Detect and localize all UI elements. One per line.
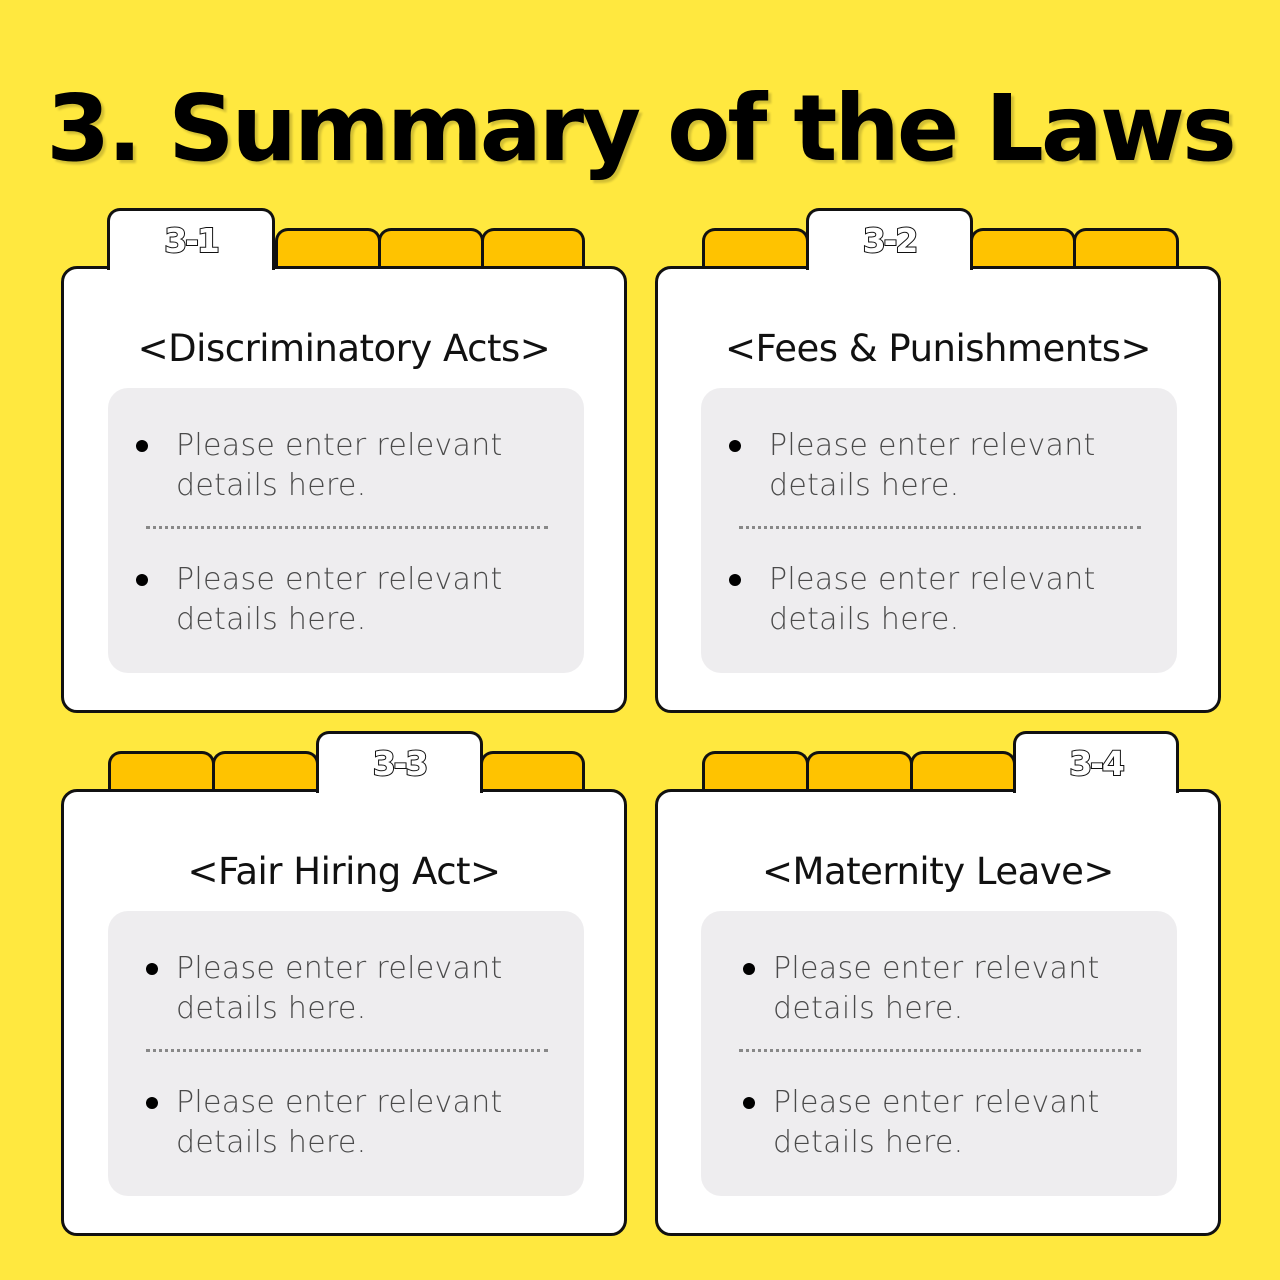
tab-inactive[interactable]	[275, 228, 381, 268]
tab-label: 3-3	[372, 743, 430, 784]
tab-3-4-active[interactable]: 3-4	[1013, 731, 1179, 793]
card-heading: <Fees & Punishments>	[724, 327, 1152, 370]
page-title: 3. Summary of the Laws	[46, 75, 1237, 182]
item-text: Please enter relevant details here.	[176, 428, 503, 503]
tab-inactive[interactable]	[480, 751, 585, 791]
tab-inactive[interactable]	[910, 751, 1016, 791]
bullet-icon	[146, 963, 158, 975]
item-text: Please enter relevant details here.	[773, 1085, 1100, 1160]
card: <Discriminatory Acts> Please enter relev…	[61, 266, 627, 713]
tab-inactive[interactable]	[970, 228, 1076, 268]
tab-inactive[interactable]	[806, 751, 913, 791]
bullet-icon	[729, 440, 741, 452]
tab-inactive[interactable]	[1073, 228, 1179, 268]
card-heading: <Fair Hiring Act>	[187, 850, 501, 893]
list-item[interactable]: Please enter relevant details here.	[729, 426, 1149, 506]
panel-3-1: 3-1 <Discriminatory Acts> Please enter r…	[61, 208, 627, 713]
item-text: Please enter relevant details here.	[176, 951, 503, 1026]
content-box: Please enter relevant details here. Plea…	[108, 911, 584, 1196]
tab-inactive[interactable]	[702, 228, 809, 268]
list-item[interactable]: Please enter relevant details here.	[146, 949, 556, 1029]
bullet-icon	[743, 963, 755, 975]
dotted-divider	[146, 526, 548, 529]
tab-3-2-active[interactable]: 3-2	[806, 208, 973, 270]
item-text: Please enter relevant details here.	[769, 428, 1096, 503]
list-item[interactable]: Please enter relevant details here.	[729, 560, 1149, 640]
tab-label: 3-4	[1068, 743, 1126, 784]
dotted-divider	[146, 1049, 548, 1052]
list-item[interactable]: Please enter relevant details here.	[136, 426, 556, 506]
list-item[interactable]: Please enter relevant details here.	[146, 1083, 556, 1163]
content-box: Please enter relevant details here. Plea…	[108, 388, 584, 673]
content-box: Please enter relevant details here. Plea…	[701, 911, 1177, 1196]
bullet-icon	[136, 574, 148, 586]
tab-inactive[interactable]	[108, 751, 215, 791]
panel-3-2: 3-2 <Fees & Punishments> Please enter re…	[655, 208, 1221, 713]
list-item[interactable]: Please enter relevant details here.	[743, 949, 1153, 1029]
tab-inactive[interactable]	[702, 751, 809, 791]
tab-label: 3-2	[862, 220, 920, 261]
bullet-icon	[729, 574, 741, 586]
tab-inactive[interactable]	[212, 751, 319, 791]
card: <Fair Hiring Act> Please enter relevant …	[61, 789, 627, 1236]
dotted-divider	[739, 526, 1141, 529]
item-text: Please enter relevant details here.	[773, 951, 1100, 1026]
tab-3-3-active[interactable]: 3-3	[316, 731, 483, 793]
tab-inactive[interactable]	[481, 228, 585, 268]
item-text: Please enter relevant details here.	[176, 562, 503, 637]
item-text: Please enter relevant details here.	[176, 1085, 503, 1160]
card-heading: <Maternity Leave>	[762, 850, 1114, 893]
card: <Maternity Leave> Please enter relevant …	[655, 789, 1221, 1236]
list-item[interactable]: Please enter relevant details here.	[743, 1083, 1153, 1163]
bullet-icon	[743, 1097, 755, 1109]
bullet-icon	[146, 1097, 158, 1109]
tab-3-1-active[interactable]: 3-1	[107, 208, 275, 270]
list-item[interactable]: Please enter relevant details here.	[136, 560, 556, 640]
tab-label: 3-1	[163, 220, 221, 261]
tab-inactive[interactable]	[378, 228, 484, 268]
card-heading: <Discriminatory Acts>	[137, 327, 551, 370]
panel-3-4: 3-4 <Maternity Leave> Please enter relev…	[655, 731, 1221, 1236]
item-text: Please enter relevant details here.	[769, 562, 1096, 637]
dotted-divider	[739, 1049, 1141, 1052]
content-box: Please enter relevant details here. Plea…	[701, 388, 1177, 673]
card: <Fees & Punishments> Please enter releva…	[655, 266, 1221, 713]
bullet-icon	[136, 440, 148, 452]
panel-3-3: 3-3 <Fair Hiring Act> Please enter relev…	[61, 731, 627, 1236]
